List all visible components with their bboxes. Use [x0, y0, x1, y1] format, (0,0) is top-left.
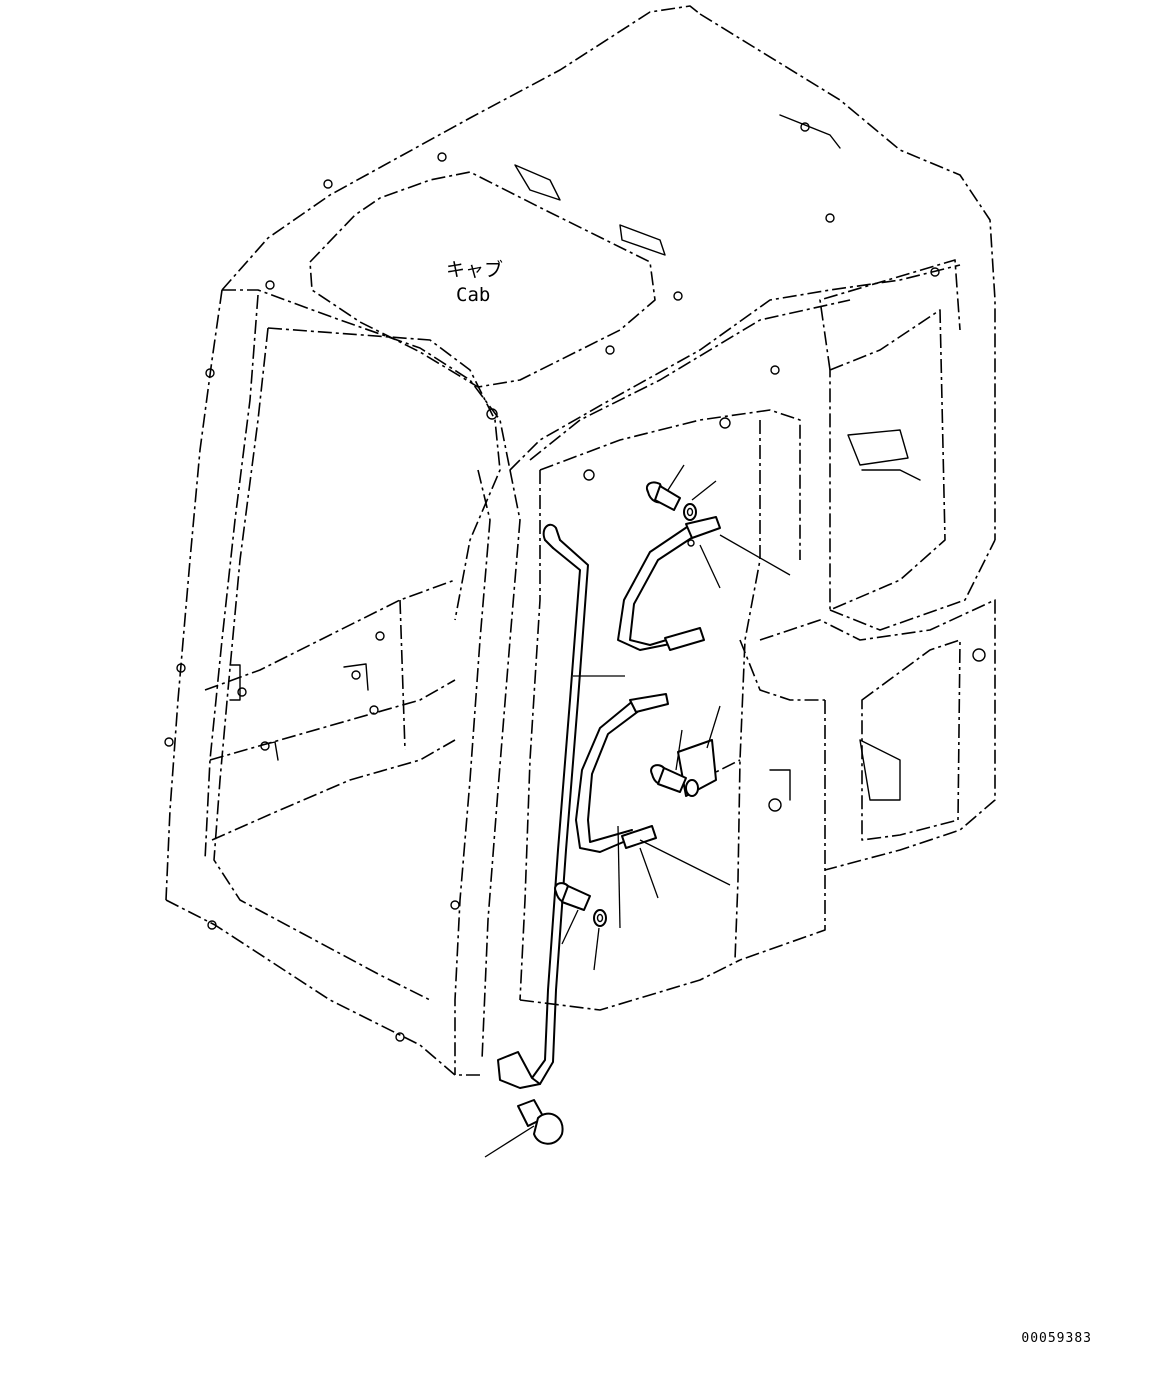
- bottom-bolt: [484, 1099, 564, 1158]
- upper-bolt-washer: [646, 464, 717, 521]
- interior-details: [229, 114, 921, 801]
- lower-grab-handle: [575, 693, 731, 899]
- lower-bolt-washer: [554, 825, 621, 971]
- cab-label-jp: キャブ: [446, 258, 503, 281]
- frame-fasteners: [164, 122, 986, 1042]
- cab-frame: [165, 5, 996, 1076]
- drawing-number: 00059383: [1021, 1331, 1092, 1346]
- upper-grab-handle: [617, 516, 791, 651]
- cab-label-en: Cab: [456, 284, 490, 306]
- middle-bolt-washer: [650, 729, 699, 797]
- long-handrail: [497, 523, 589, 1089]
- cab-label: キャブ Cab: [446, 258, 503, 306]
